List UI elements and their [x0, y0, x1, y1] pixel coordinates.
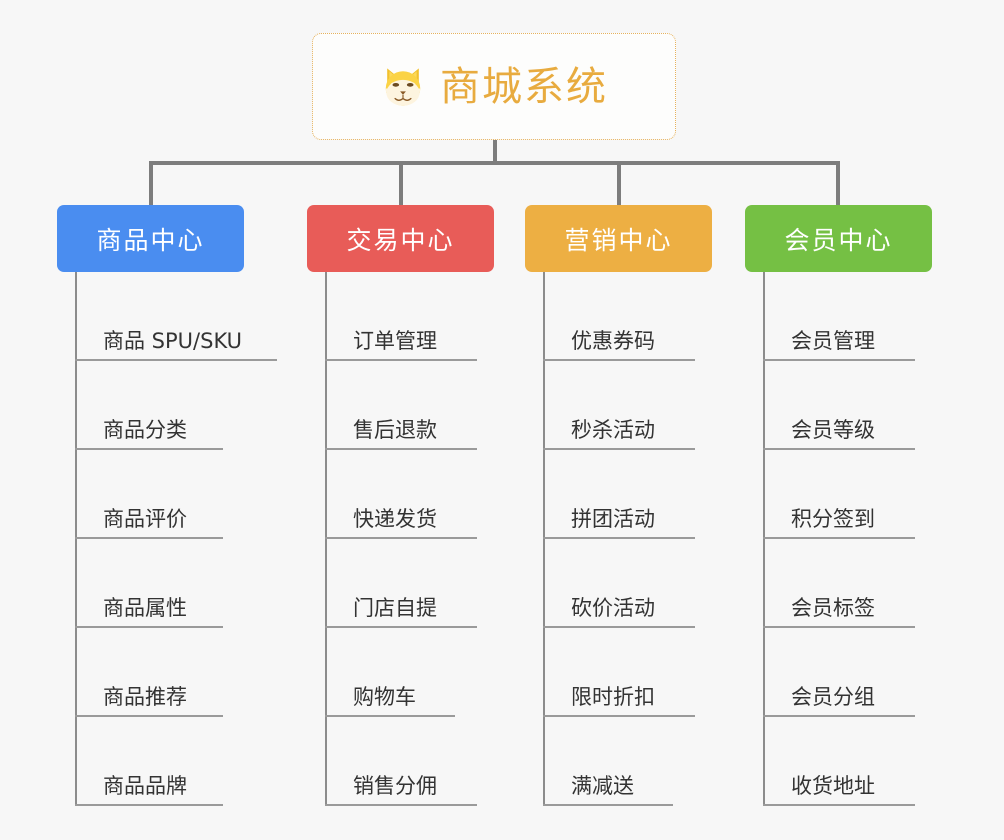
leaf-item[interactable]: 商品推荐: [57, 628, 244, 717]
leaf-item-rule: [325, 715, 455, 717]
leaf-item[interactable]: 商品属性: [57, 539, 244, 628]
leaf-item[interactable]: 商品 SPU/SKU: [57, 272, 277, 361]
leaf-item[interactable]: 商品品牌: [57, 717, 244, 806]
leaf-item[interactable]: 购物车: [307, 628, 494, 717]
leaf-item-label: 秒杀活动: [571, 418, 655, 442]
leaf-item-rule: [75, 359, 277, 361]
category-header-0[interactable]: 商品中心: [57, 205, 244, 272]
leaf-item-label: 订单管理: [353, 329, 437, 353]
leaf-item-label: 商品属性: [103, 596, 187, 620]
leaf-item[interactable]: 商品分类: [57, 361, 244, 450]
branch-trunk-line-3: [763, 272, 765, 806]
category-column-2: 营销中心优惠券码秒杀活动拼团活动砍价活动限时折扣满减送: [525, 205, 712, 806]
leaf-item[interactable]: 售后退款: [307, 361, 494, 450]
leaf-item-rule: [763, 448, 915, 450]
leaf-item[interactable]: 快递发货: [307, 450, 494, 539]
branch-trunk-line-2: [543, 272, 545, 806]
leaf-item-rule: [543, 626, 695, 628]
leaf-item-rule: [543, 715, 695, 717]
leaf-item-label: 限时折扣: [571, 685, 655, 709]
leaf-item-rule: [763, 804, 915, 806]
category-column-0: 商品中心商品 SPU/SKU 商品分类商品评价商品属性商品推荐商品品牌: [57, 205, 277, 806]
leaf-item-label: 商品品牌: [103, 774, 187, 798]
leaf-item-label: 积分签到: [791, 507, 875, 531]
leaf-item-rule: [543, 359, 695, 361]
leaf-item-label: 会员标签: [791, 596, 875, 620]
leaf-item-rule: [325, 804, 477, 806]
connector-drop-2: [617, 161, 621, 205]
leaf-item-label: 购物车: [353, 685, 416, 709]
leaf-item-rule: [543, 448, 695, 450]
leaf-item[interactable]: 满减送: [525, 717, 712, 806]
leaf-item-label: 会员管理: [791, 329, 875, 353]
leaf-item-label: 砍价活动: [571, 596, 655, 620]
category-column-3: 会员中心会员管理会员等级积分签到会员标签会员分组收货地址: [745, 205, 932, 806]
leaf-item-label: 售后退款: [353, 418, 437, 442]
branch-trunk-line-1: [325, 272, 327, 806]
category-header-3[interactable]: 会员中心: [745, 205, 932, 272]
leaf-item-label: 收货地址: [791, 774, 875, 798]
leaf-item[interactable]: 秒杀活动: [525, 361, 712, 450]
leaf-item-label: 拼团活动: [571, 507, 655, 531]
leaf-item-label: 满减送: [571, 774, 634, 798]
leaf-item-label: 商品分类: [103, 418, 187, 442]
connector-drop-3: [836, 161, 840, 205]
leaf-item[interactable]: 限时折扣: [525, 628, 712, 717]
leaf-item[interactable]: 订单管理: [307, 272, 494, 361]
connector-root-stem: [493, 140, 497, 164]
leaf-item-label: 商品 SPU/SKU: [103, 329, 243, 353]
connector-drop-0: [149, 161, 153, 205]
leaf-item-rule: [763, 715, 915, 717]
leaf-item-rule: [325, 626, 477, 628]
leaf-item-rule: [543, 804, 673, 806]
leaf-item-label: 优惠券码: [571, 329, 655, 353]
connector-drop-1: [399, 161, 403, 205]
leaf-item[interactable]: 会员分组: [745, 628, 932, 717]
leaf-item[interactable]: 积分签到: [745, 450, 932, 539]
leaf-item-label: 快递发货: [353, 507, 437, 531]
leaf-item[interactable]: 门店自提: [307, 539, 494, 628]
branch-trunk-line-0: [75, 272, 77, 806]
leaf-item-label: 门店自提: [353, 596, 437, 620]
category-branch-1: 订单管理售后退款快递发货门店自提购物车销售分佣: [307, 272, 494, 806]
leaf-item-label: 商品推荐: [103, 685, 187, 709]
leaf-item-rule: [75, 626, 223, 628]
shiba-dog-face-icon: [385, 67, 421, 106]
leaf-item-rule: [325, 448, 477, 450]
category-branch-0: 商品 SPU/SKU 商品分类商品评价商品属性商品推荐商品品牌: [57, 272, 277, 806]
leaf-item-rule: [75, 804, 223, 806]
leaf-item-rule: [763, 359, 915, 361]
leaf-item-rule: [763, 626, 915, 628]
leaf-item-label: 销售分佣: [353, 774, 437, 798]
leaf-item[interactable]: 商品评价: [57, 450, 244, 539]
category-branch-2: 优惠券码秒杀活动拼团活动砍价活动限时折扣满减送: [525, 272, 712, 806]
root-node[interactable]: 商城系统: [312, 33, 676, 140]
category-branch-3: 会员管理会员等级积分签到会员标签会员分组收货地址: [745, 272, 932, 806]
leaf-item[interactable]: 收货地址: [745, 717, 932, 806]
leaf-item[interactable]: 销售分佣: [307, 717, 494, 806]
leaf-item-rule: [325, 359, 477, 361]
leaf-item[interactable]: 优惠券码: [525, 272, 712, 361]
connector-horizontal-bus: [149, 161, 840, 165]
leaf-item-rule: [75, 715, 223, 717]
leaf-item-label: 会员等级: [791, 418, 875, 442]
category-header-1[interactable]: 交易中心: [307, 205, 494, 272]
leaf-item-label: 商品评价: [103, 507, 187, 531]
leaf-item-rule: [325, 537, 477, 539]
leaf-item[interactable]: 拼团活动: [525, 450, 712, 539]
leaf-item-rule: [543, 537, 695, 539]
category-header-2[interactable]: 营销中心: [525, 205, 712, 272]
root-title: 商城系统: [440, 63, 608, 110]
leaf-item[interactable]: 会员等级: [745, 361, 932, 450]
leaf-item-rule: [75, 537, 223, 539]
leaf-item[interactable]: 会员标签: [745, 539, 932, 628]
leaf-item-rule: [763, 537, 915, 539]
leaf-item[interactable]: 会员管理: [745, 272, 932, 361]
leaf-item[interactable]: 砍价活动: [525, 539, 712, 628]
category-column-1: 交易中心订单管理售后退款快递发货门店自提购物车销售分佣: [307, 205, 494, 806]
leaf-item-label: 会员分组: [791, 685, 875, 709]
leaf-item-rule: [75, 448, 223, 450]
